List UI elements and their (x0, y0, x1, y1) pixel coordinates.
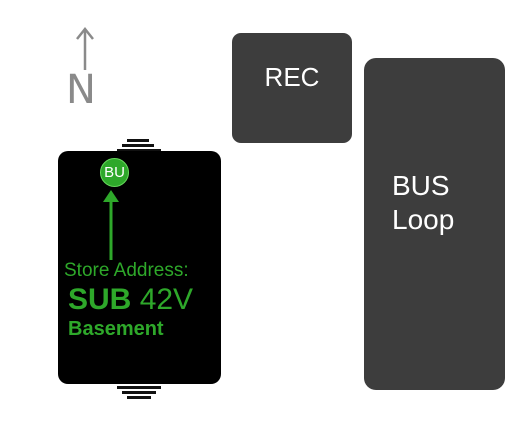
store-code: SUB 42V (68, 283, 193, 317)
pointer-arrow-icon (103, 190, 119, 260)
store-code-prefix: SUB (68, 283, 132, 316)
room-rec-label: REC (264, 62, 320, 92)
store-floor: Basement (68, 318, 164, 340)
room-bus-label-line1: BUS (392, 170, 450, 201)
room-rec[interactable]: REC (232, 33, 352, 143)
north-label: N (66, 67, 96, 113)
store-code-number: 42V (139, 283, 194, 316)
room-bus-label-line2: Loop (392, 204, 455, 235)
you-are-here-badge: BU (100, 158, 129, 187)
store-location-card[interactable] (58, 151, 221, 384)
room-bus-loop-label: BUS Loop (392, 169, 454, 237)
store-address-label: Store Address: (64, 260, 189, 281)
room-bus-loop[interactable]: BUS Loop (364, 58, 505, 390)
north-arrow-icon (76, 26, 94, 70)
north-indicator (64, 26, 104, 118)
